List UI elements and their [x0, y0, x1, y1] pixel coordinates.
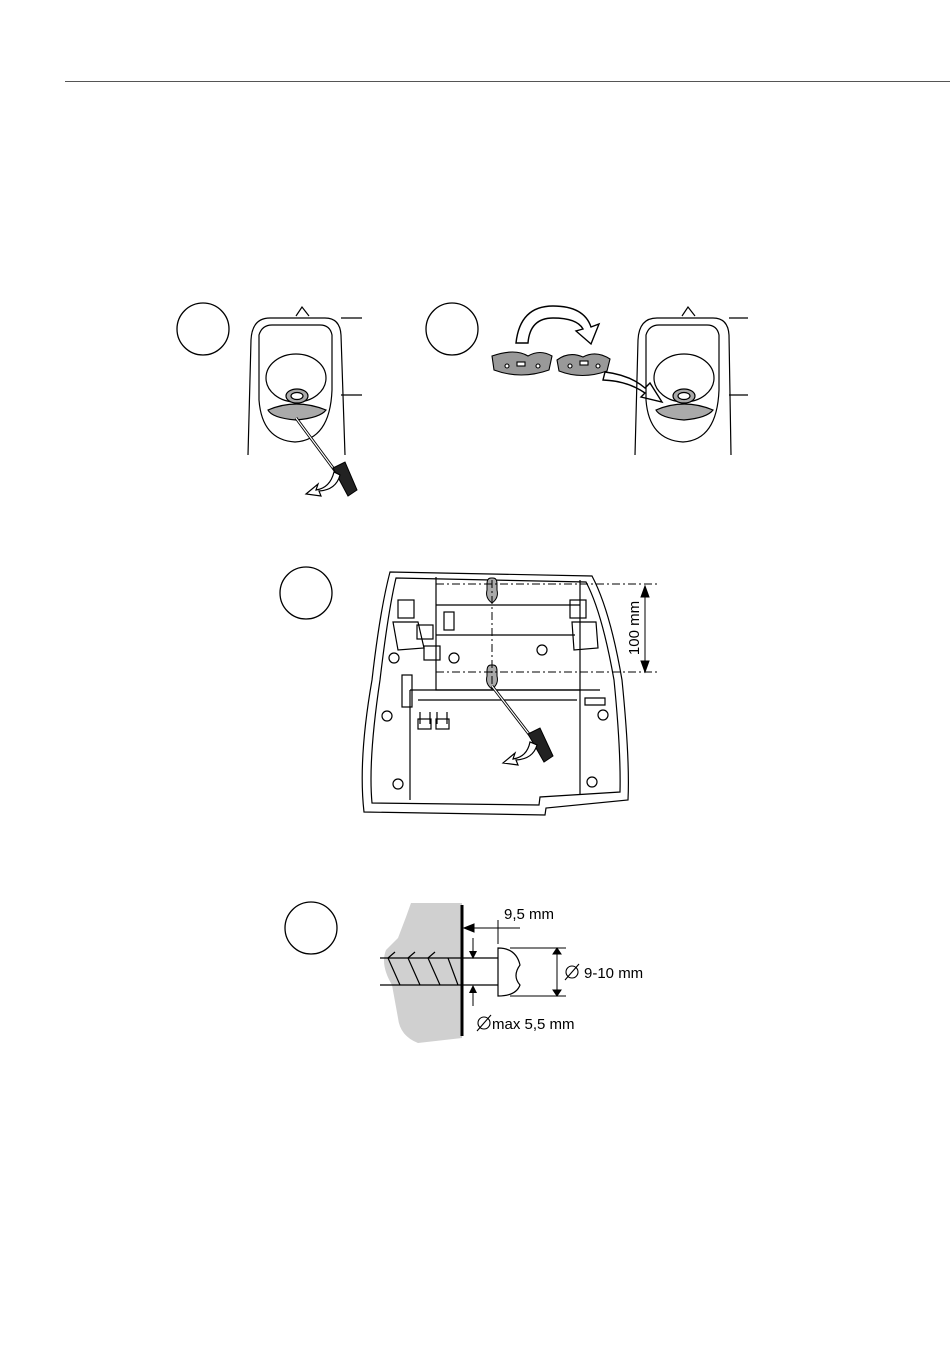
step-circle-icon [177, 303, 229, 355]
hook-piece-left [492, 352, 552, 375]
wall-section [384, 903, 462, 1043]
hole-spacing-label: 100 mm [626, 601, 643, 655]
dimension-hole-spacing [436, 580, 658, 692]
diameter-icon [565, 964, 579, 980]
curved-arrow-icon [603, 372, 662, 402]
cradle-figure-1 [248, 307, 362, 455]
screwdriver-icon [296, 418, 357, 496]
step-circle-icon [285, 902, 337, 954]
curved-arrow-icon [516, 306, 599, 344]
step-circle-icon [280, 567, 332, 619]
head-clearance-label: 9,5 mm [504, 906, 554, 923]
step-circle-icon [426, 303, 478, 355]
phone-base-figure [362, 572, 628, 815]
curved-arrow-icon [503, 742, 537, 765]
cradle-figure-2 [635, 307, 748, 455]
screwdriver-icon [492, 686, 553, 762]
curved-arrow-icon [306, 472, 340, 496]
hook-piece-right [557, 354, 610, 376]
shaft-diameter-label: max 5,5 mm [492, 1016, 575, 1033]
head-diameter-label: 9-10 mm [584, 965, 643, 982]
diameter-icon [477, 1015, 491, 1031]
